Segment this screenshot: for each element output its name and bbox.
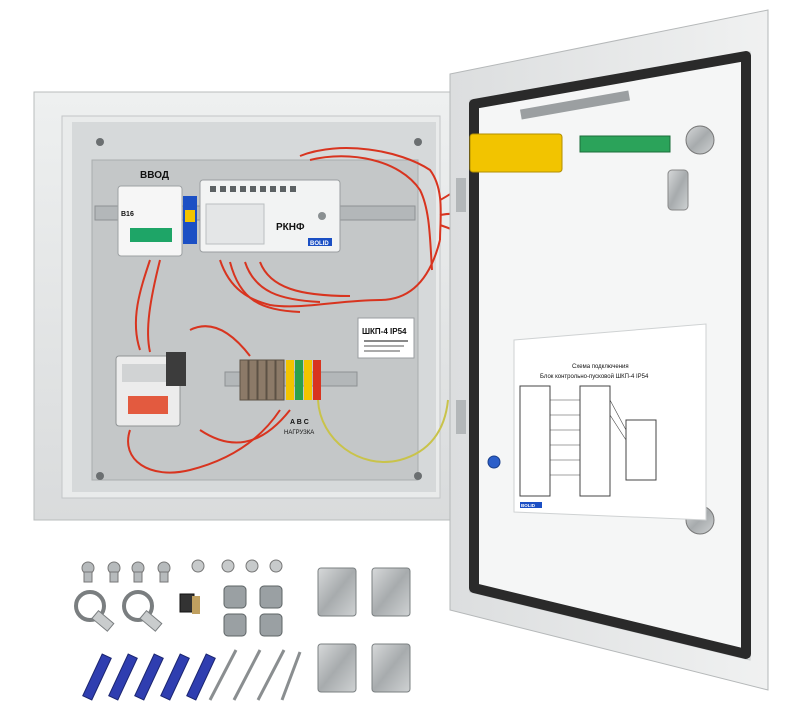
- nameplate: ШКП-4 IP54: [357, 317, 415, 359]
- diagram-title-2: Блок контрольно-пусковой ШКП-4 IP54: [540, 373, 649, 380]
- enclosure-body: [33, 91, 456, 521]
- input-breaker: ВВОД B16: [117, 170, 197, 257]
- screws: [81, 561, 171, 583]
- terminal-blocks: A B C НАГРУЗКА: [239, 359, 321, 436]
- door-lock-top: [667, 125, 715, 211]
- door-connector: [469, 90, 671, 173]
- mounting-brackets: [317, 567, 411, 693]
- controller-module: РКНФ BOLID: [199, 179, 341, 253]
- contactor: [115, 352, 186, 427]
- accessories: [74, 559, 411, 701]
- breaker-label: ВВОД: [140, 170, 169, 181]
- nameplate-title: ШКП-4 IP54: [362, 327, 407, 336]
- long-screws: [208, 649, 302, 701]
- door-keys: [74, 590, 163, 632]
- controller-label: РКНФ: [276, 222, 305, 233]
- diagram-title-1: Схема подключения: [572, 364, 629, 370]
- wiring-harness: [127, 147, 561, 474]
- controller-brand: BOLID: [310, 241, 329, 247]
- breaker-rating: B16: [121, 211, 134, 218]
- ground-wire: [317, 399, 449, 463]
- diagram-brand: BOLID: [521, 503, 536, 508]
- phase-labels: A B C: [290, 419, 309, 426]
- enclosure-door: Схема подключения Блок контрольно-пусков…: [449, 9, 769, 691]
- wiring-diagram-label: Схема подключения Блок контрольно-пусков…: [513, 323, 707, 521]
- load-label: НАГРУЗКА: [284, 430, 314, 436]
- padlock-keys: [179, 593, 200, 614]
- wall-dowels: [82, 653, 216, 701]
- cable-glands: [223, 585, 283, 637]
- nuts: [191, 559, 283, 573]
